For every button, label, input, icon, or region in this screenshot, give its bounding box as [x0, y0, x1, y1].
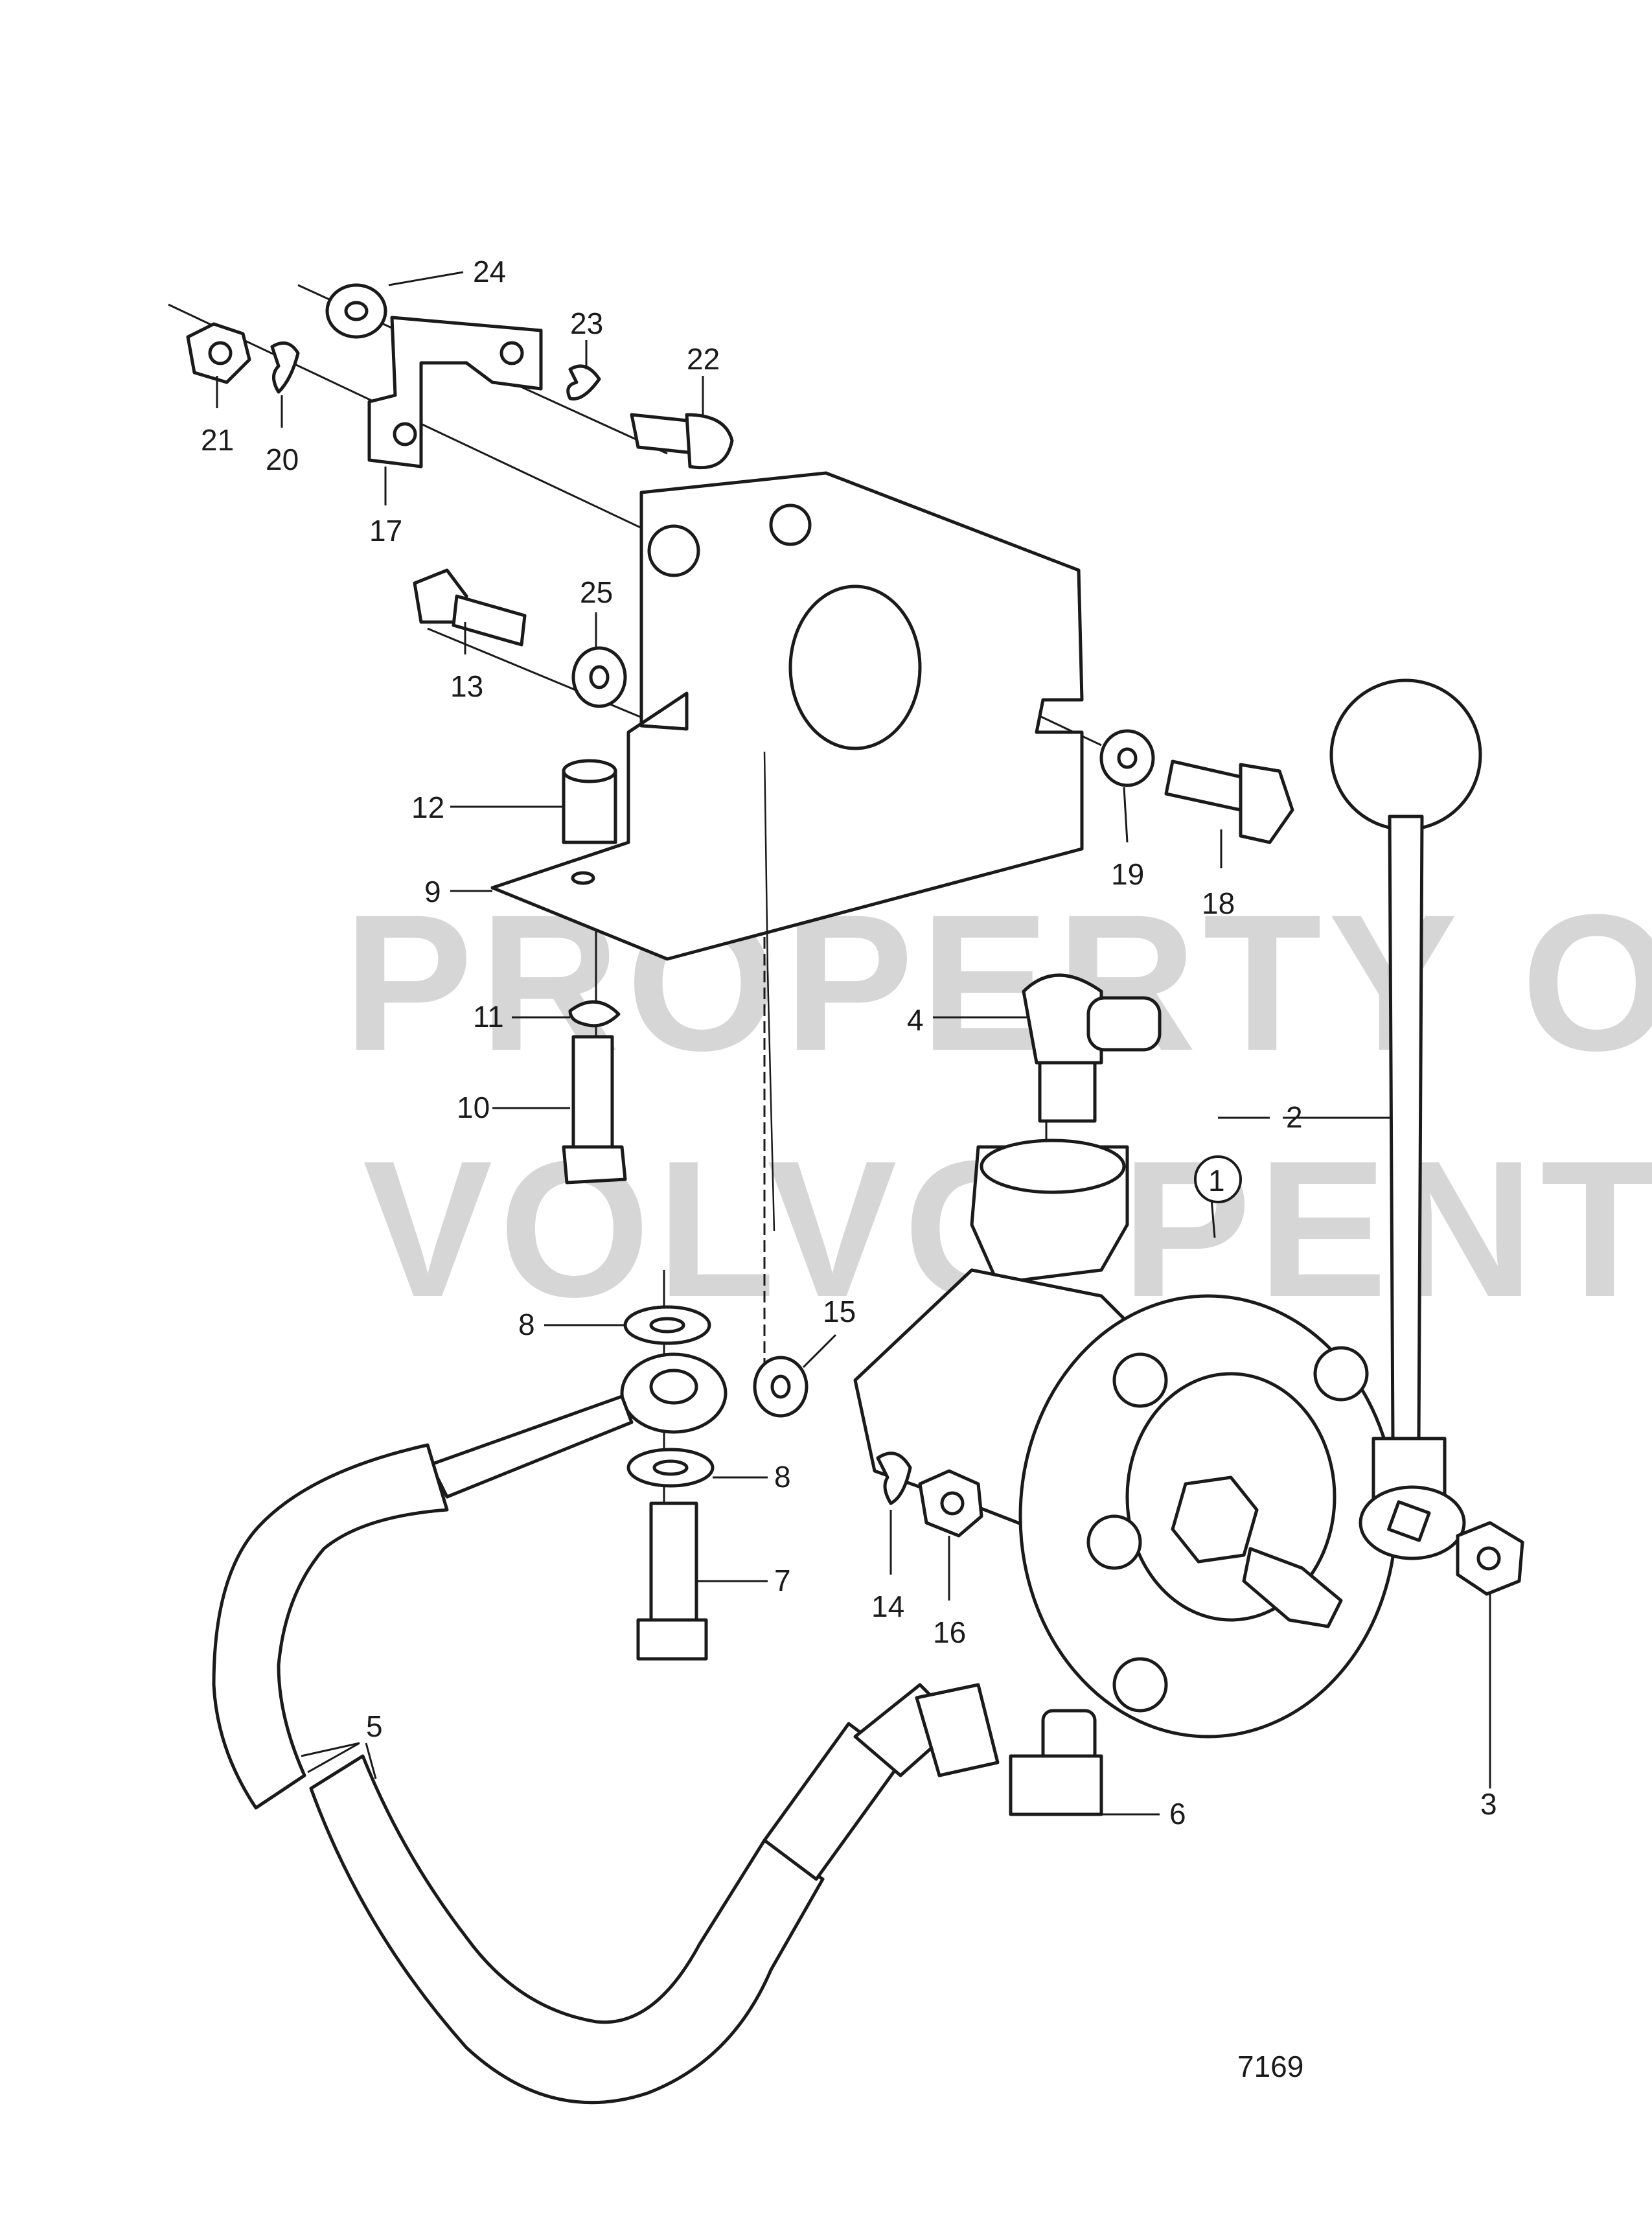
- bolt-part-22: [630, 413, 734, 470]
- label-part-6: 6: [1169, 1797, 1186, 1831]
- nut-part-3: [1456, 1521, 1524, 1596]
- label-part-25: 25: [580, 575, 613, 609]
- label-part-2: 2: [1286, 1100, 1303, 1134]
- bolt-part-13: [413, 568, 527, 647]
- label-part-5: 5: [366, 1709, 383, 1743]
- washer-part-8-upper: [623, 1305, 711, 1345]
- label-part-11: 11: [473, 1000, 504, 1034]
- leader-lines: [216, 271, 1491, 1816]
- label-part-4: 4: [907, 1003, 924, 1037]
- label-part-10: 10: [457, 1091, 490, 1124]
- label-part-12: 12: [411, 791, 444, 824]
- label-part-3: 3: [1480, 1787, 1497, 1821]
- washer-part-15: [753, 1356, 809, 1418]
- mounting-plate-part-9: [490, 471, 1084, 1232]
- label-part-9: 9: [424, 875, 441, 908]
- label-part-8-lower: 8: [774, 1460, 791, 1494]
- label-part-19: 19: [1111, 857, 1144, 891]
- nut-part-21: [186, 322, 251, 384]
- spacer-part-12: [562, 759, 617, 844]
- elbow-fitting-part-6: [915, 1683, 1103, 1816]
- part-1-callout: [1194, 1155, 1242, 1203]
- label-part-24: 24: [473, 255, 506, 288]
- label-part-1: 1: [1208, 1164, 1225, 1197]
- label-part-13: 13: [450, 669, 483, 703]
- bolt-part-10: [562, 1035, 627, 1185]
- drawing-number: 7169: [1237, 2050, 1303, 2083]
- label-part-8-upper: 8: [518, 1308, 535, 1341]
- washer-part-19: [1099, 729, 1155, 787]
- lock-washer-part-14: [876, 1451, 912, 1505]
- washer-part-24: [325, 283, 387, 339]
- elbow-fitting-part-4: [1022, 973, 1162, 1123]
- washer-part-8-lower: [626, 1448, 715, 1488]
- label-part-17: 17: [369, 514, 402, 548]
- hose-part-5: [212, 1394, 961, 2105]
- label-part-23: 23: [570, 306, 603, 340]
- label-part-15: 15: [823, 1295, 856, 1328]
- part-labels: 1 2 3 4 5 6 7 8 8 9 10 11 12 13 14 15 16…: [201, 255, 1497, 1831]
- lock-washer-part-11: [568, 1000, 621, 1028]
- bolt-part-18: [1164, 759, 1294, 844]
- banjo-bolt-part-7: [620, 1352, 728, 1661]
- label-part-16: 16: [933, 1615, 966, 1649]
- label-part-21: 21: [201, 423, 234, 457]
- lock-washer-part-23: [566, 364, 601, 401]
- washer-part-25: [571, 646, 627, 708]
- nut-part-16: [918, 1469, 983, 1538]
- label-part-14: 14: [871, 1590, 904, 1623]
- lock-washer-part-20: [270, 341, 300, 394]
- label-part-18: 18: [1202, 886, 1235, 920]
- lever-part-2: [1329, 678, 1482, 1560]
- label-part-22: 22: [687, 342, 720, 376]
- label-part-20: 20: [266, 443, 299, 476]
- bracket-part-17: [367, 316, 543, 468]
- label-part-7: 7: [774, 1564, 791, 1597]
